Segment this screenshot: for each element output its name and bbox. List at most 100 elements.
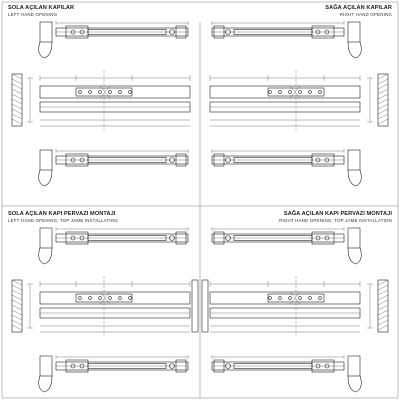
screw-hole xyxy=(298,296,302,300)
hatch-line xyxy=(377,83,389,90)
hatch-line xyxy=(377,309,389,316)
pivot xyxy=(79,157,85,163)
quadrant-left xyxy=(11,21,191,187)
hatch-line xyxy=(11,309,23,316)
end-bolt xyxy=(225,157,231,163)
pivot xyxy=(324,235,330,241)
wall-section xyxy=(377,279,389,333)
arm xyxy=(87,157,167,163)
screw-hole xyxy=(288,90,292,94)
screw-hole xyxy=(268,90,272,94)
quadrant-content xyxy=(201,227,389,393)
title-right-hand: SAĞA AÇILAN KAPILAR xyxy=(325,5,392,11)
pivot xyxy=(79,363,85,369)
closer-body xyxy=(39,291,191,305)
screw-hole xyxy=(318,296,322,300)
hatch-line xyxy=(377,299,389,306)
end-bolt xyxy=(169,157,175,163)
screw-hole xyxy=(98,296,102,300)
hatch-line xyxy=(11,314,23,321)
hatch-line xyxy=(377,324,389,331)
wall-block xyxy=(347,355,361,377)
hatch-line xyxy=(11,113,23,120)
hatch-line xyxy=(377,103,389,110)
hatch-line xyxy=(377,284,389,291)
title-right-jamb: SAĞA AÇILAN KAPI PERVAZI MONTAJI xyxy=(283,211,392,217)
screw-hole xyxy=(78,90,82,94)
pivot xyxy=(315,363,321,369)
end-cap xyxy=(175,231,187,245)
hatch-line xyxy=(377,98,389,105)
hatch-line xyxy=(11,78,23,85)
wall-block xyxy=(347,149,361,171)
end-cap xyxy=(175,359,187,373)
screw-hole xyxy=(288,296,292,300)
hatch-line xyxy=(377,279,389,286)
end-cap xyxy=(213,359,225,373)
cross-mark xyxy=(99,85,111,99)
wall-block xyxy=(39,227,53,249)
hatch-line xyxy=(11,98,23,105)
closer-body xyxy=(209,291,361,305)
pivot xyxy=(70,363,76,369)
quadrant-left xyxy=(11,227,199,393)
pivot xyxy=(315,235,321,241)
end-bolt xyxy=(225,29,231,35)
hinge-curve xyxy=(38,375,53,393)
closer-body xyxy=(209,85,361,99)
hatch-line xyxy=(11,279,23,286)
arm xyxy=(233,235,313,241)
cross-mark xyxy=(289,291,301,305)
title-left-hand: SOLA AÇILAN KAPILAR xyxy=(8,5,75,11)
screw-hole xyxy=(88,296,92,300)
screw-hole xyxy=(308,90,312,94)
wall-block xyxy=(347,21,361,43)
jamb-block xyxy=(201,279,209,333)
arm xyxy=(87,363,167,369)
hinge-curve xyxy=(38,247,53,265)
pivot xyxy=(315,29,321,35)
closer-body xyxy=(39,85,191,99)
screw-hole xyxy=(98,90,102,94)
wall-block xyxy=(39,149,53,171)
hinge-curve xyxy=(347,247,362,265)
hatch-line xyxy=(11,319,23,326)
screw-hole xyxy=(278,90,282,94)
end-cap xyxy=(175,25,187,39)
quadrant-content xyxy=(11,227,199,393)
screw-hole xyxy=(128,296,132,300)
screw-hole xyxy=(108,90,112,94)
subtitle-left-jamb: LEFT HAND OPENING, TOP JAMB INSTALLATION xyxy=(8,218,118,223)
end-cap xyxy=(175,153,187,167)
end-bolt xyxy=(225,363,231,369)
hatch-line xyxy=(377,289,389,296)
screw-hole xyxy=(118,90,122,94)
hinge-curve xyxy=(38,169,53,187)
end-cap xyxy=(213,25,225,39)
arm xyxy=(233,363,313,369)
pivot xyxy=(324,29,330,35)
wall-section xyxy=(11,279,23,333)
wall-section xyxy=(377,73,389,127)
arm xyxy=(87,235,167,241)
end-bolt xyxy=(169,235,175,241)
end-cap xyxy=(213,231,225,245)
hatch-line xyxy=(377,294,389,301)
hatch-line xyxy=(377,113,389,120)
end-cap xyxy=(213,153,225,167)
arm xyxy=(233,157,313,163)
screw-hole xyxy=(118,296,122,300)
arm xyxy=(87,29,167,35)
pivot xyxy=(324,363,330,369)
hatch-line xyxy=(377,93,389,100)
hinge-curve xyxy=(347,375,362,393)
hatch-line xyxy=(377,78,389,85)
hatch-line xyxy=(11,324,23,331)
screw-hole xyxy=(268,296,272,300)
hatch-line xyxy=(11,294,23,301)
wall-block xyxy=(39,355,53,377)
hatch-line xyxy=(11,93,23,100)
subtitle-left-hand: LEFT HAND OPENING xyxy=(8,12,58,17)
screw-hole xyxy=(298,90,302,94)
